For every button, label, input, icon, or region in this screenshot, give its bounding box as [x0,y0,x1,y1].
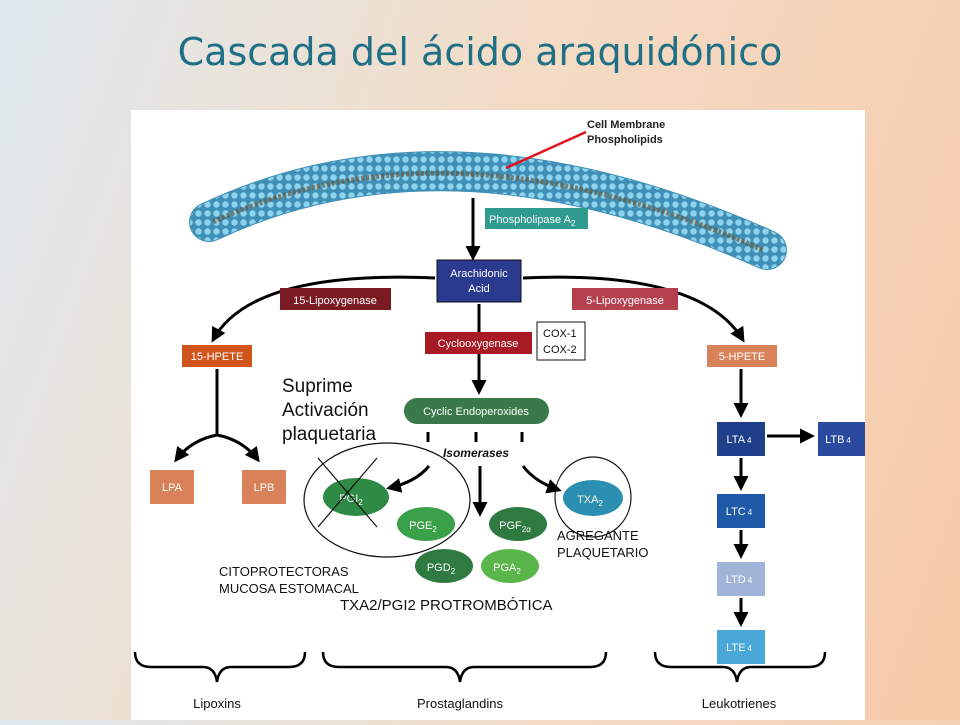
phospholipase-label: Phospholipase A2 [489,214,576,228]
lipoxins-brace [133,651,307,683]
phospholipase-box [485,208,588,229]
lte4-box [717,630,765,664]
pgf2a-label: PGF2α [499,520,531,534]
citoprotectoras-line2: MUCOSA ESTOMACAL [219,581,359,596]
15-lipoxygenase-label: 15-Lipoxygenase [293,295,377,307]
agregante-line2: PLAQUETARIO [557,545,649,560]
citoprotectoras-annotation: CITOPROTECTORAS MUCOSA ESTOMACAL [219,563,359,597]
cyclooxygenase-label: Cyclooxygenase [438,338,519,350]
lta4-box [717,422,765,456]
suprime-line2: Activación [282,400,369,421]
arrow-to-lpa [174,433,218,463]
15-lipoxygenase-box [280,288,391,310]
5-hpete-label: 5-HPETE [719,351,765,363]
prostaglandins-brace [321,651,608,683]
suprime-line1: Suprime [282,376,353,397]
pga2-ellipse [481,549,539,583]
cox2-label: COX-2 [543,344,577,356]
arachidonic-acid-box [436,259,522,303]
pathway-diagram: Cell Membrane Phospholipids Phospholipas… [133,119,866,711]
arachidonic-label-line2: Acid [468,283,489,295]
ltc4-box [717,494,765,528]
leukotrienes-label: Leukotrienes [702,696,777,711]
arrow-to-lpb [216,433,260,463]
5-lipoxygenase-box [572,288,678,310]
arachidonic-label-line1: Arachidonic [450,268,508,280]
agregante-line1: AGREGANTE [557,528,639,543]
pgf2a-ellipse [489,507,547,541]
membrane-label-line2: Phospholipids [587,134,663,146]
slide-title: Cascada del ácido araquidónico [177,30,783,74]
suprime-annotation: Suprime Activación plaquetaria [282,375,376,447]
membrane-label-line1: Cell Membrane [587,119,665,131]
5-lipoxygenase-label: 5-Lipoxygenase [586,295,664,307]
arrow-to-txa2 [521,465,562,494]
lpa-label: LPA [162,482,183,494]
membrane-pointer-line [505,130,587,170]
lipoxins-label: Lipoxins [193,696,241,711]
ltd4-box [717,562,765,596]
15-hpete-box [182,345,252,367]
agregante-annotation: AGREGANTE PLAQUETARIO [557,527,649,561]
cyclic-endoperoxides-pill [404,398,549,424]
citoprotectoras-line1: CITOPROTECTORAS [219,564,349,579]
txa2-pgi2-annotation: TXA2/PGI2 PROTROMBÓTICA [340,597,553,614]
arrow-to-pgi2 [386,465,431,493]
cyclic-endoperoxides-label: Cyclic Endoperoxides [423,406,529,418]
cox-box [536,321,586,361]
cell-membrane [189,151,787,270]
lpb-box [242,470,286,504]
ltb4-box [818,422,866,456]
15-hpete-label: 15-HPETE [191,351,244,363]
lpb-label: LPB [254,482,275,494]
prostaglandins-label: Prostaglandins [417,696,503,711]
pgd2-label: PGD2 [427,562,456,576]
cox1-label: COX-1 [543,328,577,340]
isomerases-label: Isomerases [443,446,509,460]
lpa-box [150,470,194,504]
leukotrienes-brace [653,651,827,683]
suprime-line3: plaquetaria [282,424,377,445]
cyclooxygenase-box [425,332,532,354]
5-hpete-box [707,345,777,367]
diagram-panel: Cell Membrane Phospholipids Phospholipas… [131,110,866,720]
pga2-label: PGA2 [493,562,521,576]
